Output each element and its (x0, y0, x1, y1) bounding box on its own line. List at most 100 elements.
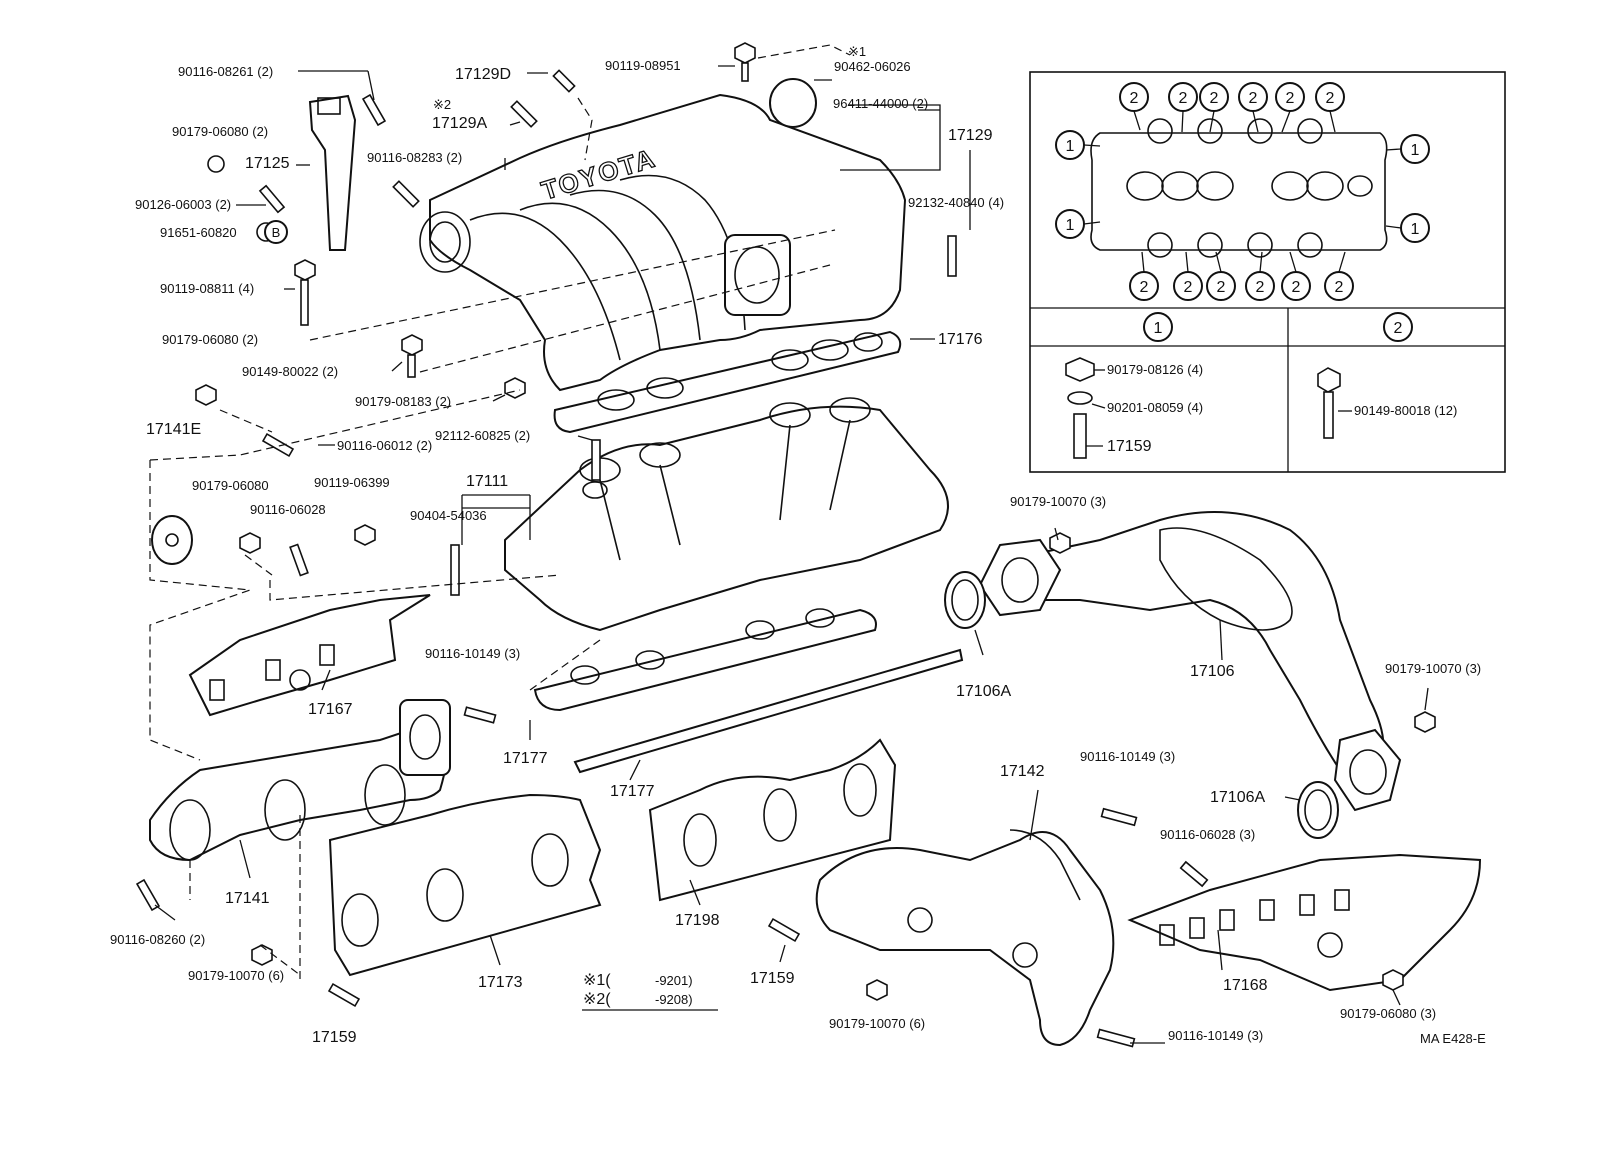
label-96411-44000: 96411-44000 (2) (833, 96, 928, 111)
label-17106: 17106 (1190, 663, 1235, 680)
diagram-code: MA E428-E (1420, 1031, 1486, 1046)
label-17159-a: 17159 (312, 1029, 357, 1046)
intake-manifold (504, 397, 949, 632)
label-90201-08059: 90201-08059 (4) (1107, 400, 1203, 415)
callout-numbers: 2 2 2 2 2 2 2 2 2 2 2 2 1 1 1 1 (1066, 90, 1420, 296)
plenum-inlet (419, 211, 471, 273)
label-17159-b: 17159 (750, 970, 795, 987)
label-90116-10149-c: 90116-10149 (3) (1168, 1028, 1263, 1043)
footnotes: ※1( -9201) ※2( -9208) (582, 972, 718, 1011)
label-17129a-mark: ※2 (433, 97, 451, 112)
detail-flange-bolt (1317, 367, 1352, 439)
exhaust-manifold-left (149, 699, 451, 862)
label-90462-mark: ※1 (848, 44, 866, 59)
label-17176: 17176 (938, 331, 983, 348)
exhaust-gasket-17177 (573, 648, 964, 774)
label-17177-b: 17177 (610, 783, 655, 800)
svg-text:1: 1 (1066, 217, 1075, 234)
label-90116-10149-b: 90116-10149 (3) (1080, 749, 1175, 764)
header-2-label: 2 (1394, 320, 1403, 337)
footnote-2-value: -9208) (655, 992, 693, 1007)
plenum-gasket (553, 330, 902, 434)
label-17129: 17129 (948, 127, 993, 144)
svg-text:2: 2 (1210, 90, 1219, 107)
svg-text:B: B (272, 225, 281, 240)
heat-insulator-17167 (188, 594, 431, 717)
intake-gasket-17177 (533, 608, 877, 712)
label-90149-80022: 90149-80022 (2) (242, 364, 338, 379)
footnote-2-mark: ※2( (583, 991, 611, 1008)
label-17198: 17198 (675, 912, 720, 929)
label-90179-06080-b: 90179-06080 (2) (162, 332, 258, 347)
label-90116-08283: 90116-08283 (2) (367, 150, 462, 165)
callout-2-top (1119, 82, 1345, 133)
detail-gasket-ports (1126, 118, 1373, 258)
exhaust-insulator-17198 (648, 738, 897, 902)
label-17129d: 17129D (455, 66, 511, 83)
label-90149-80018: 90149-80018 (12) (1354, 403, 1457, 418)
detail-stud (1073, 413, 1103, 459)
egr-gasket-17141e (151, 515, 193, 565)
heat-insulator-17168 (1127, 853, 1482, 992)
svg-text:2: 2 (1286, 90, 1295, 107)
svg-text:2: 2 (1326, 90, 1335, 107)
footnote-1-value: -9201) (655, 973, 693, 988)
label-17106a-top: 17106A (956, 683, 1011, 700)
fasteners (135, 42, 1436, 1048)
label-17141e: 17141E (146, 421, 201, 438)
svg-text:2: 2 (1140, 279, 1149, 296)
label-90116-08260: 90116-08260 (2) (110, 932, 205, 947)
svg-text:1: 1 (1411, 142, 1420, 159)
label-90179-06080-d: 90179-06080 (3) (1340, 1006, 1436, 1021)
label-90179-06080-c: 90179-06080 (192, 478, 269, 493)
label-90179-10070-d: 90179-10070 (3) (1385, 661, 1481, 676)
svg-text:1: 1 (1066, 138, 1075, 155)
exhaust-manifold-right (815, 829, 1115, 1047)
label-90179-10070-c: 90179-10070 (3) (1010, 494, 1106, 509)
label-90179-10070-b: 90179-10070 (6) (829, 1016, 925, 1031)
gasket-ring-17106a-top (944, 571, 986, 629)
label-90179-08126: 90179-08126 (4) (1107, 362, 1203, 377)
detail-washer (1067, 391, 1106, 409)
label-90179-06080-a: 90179-06080 (2) (172, 124, 268, 139)
svg-text:1: 1 (1411, 221, 1420, 238)
air-intake-plenum: TOYOTA (419, 93, 907, 392)
label-17125: 17125 (245, 155, 290, 172)
bracket-17125 (308, 94, 357, 251)
exhaust-crossover-pipe (978, 511, 1402, 812)
svg-text:2: 2 (1217, 279, 1226, 296)
label-90119-06399: 90119-06399 (314, 475, 390, 490)
detail-nut (1065, 357, 1105, 382)
label-17159-detail: 17159 (1107, 438, 1152, 455)
label-90116-06012: 90116-06012 (2) (337, 438, 432, 453)
label-17168: 17168 (1223, 977, 1268, 994)
footnote-1-mark: ※1( (583, 972, 611, 989)
header-2-circle (1383, 312, 1413, 342)
label-17111: 17111 (466, 473, 508, 490)
assembly-lines (149, 44, 971, 980)
detail-gasket-outline (1090, 132, 1388, 251)
label-90116-06028-a: 90116-06028 (250, 502, 326, 517)
label-90179-10070-a: 90179-10070 (6) (188, 968, 284, 983)
circle-b-marker: B (264, 220, 288, 244)
svg-text:2: 2 (1292, 279, 1301, 296)
svg-text:2: 2 (1335, 279, 1344, 296)
label-91651-60820: 91651-60820 (160, 225, 237, 240)
label-17141: 17141 (225, 890, 270, 907)
gasket-ring-17106a-bottom (1297, 781, 1339, 839)
label-17167: 17167 (308, 701, 353, 718)
label-17177-a: 17177 (503, 750, 548, 767)
svg-text:2: 2 (1256, 279, 1265, 296)
svg-text:2: 2 (1130, 90, 1139, 107)
label-17106a-bottom: 17106A (1210, 789, 1265, 806)
label-90179-08183: 90179-08183 (2) (355, 394, 451, 409)
label-17173: 17173 (478, 974, 523, 991)
svg-text:2: 2 (1184, 279, 1193, 296)
label-90462-06026: 90462-06026 (834, 59, 911, 74)
label-90126-06003: 90126-06003 (2) (135, 197, 231, 212)
label-92132-40840: 92132-40840 (4) (908, 195, 1004, 210)
header-1-circle (1143, 312, 1173, 342)
header-1-label: 1 (1154, 320, 1163, 337)
label-90116-06028-b: 90116-06028 (3) (1160, 827, 1255, 842)
